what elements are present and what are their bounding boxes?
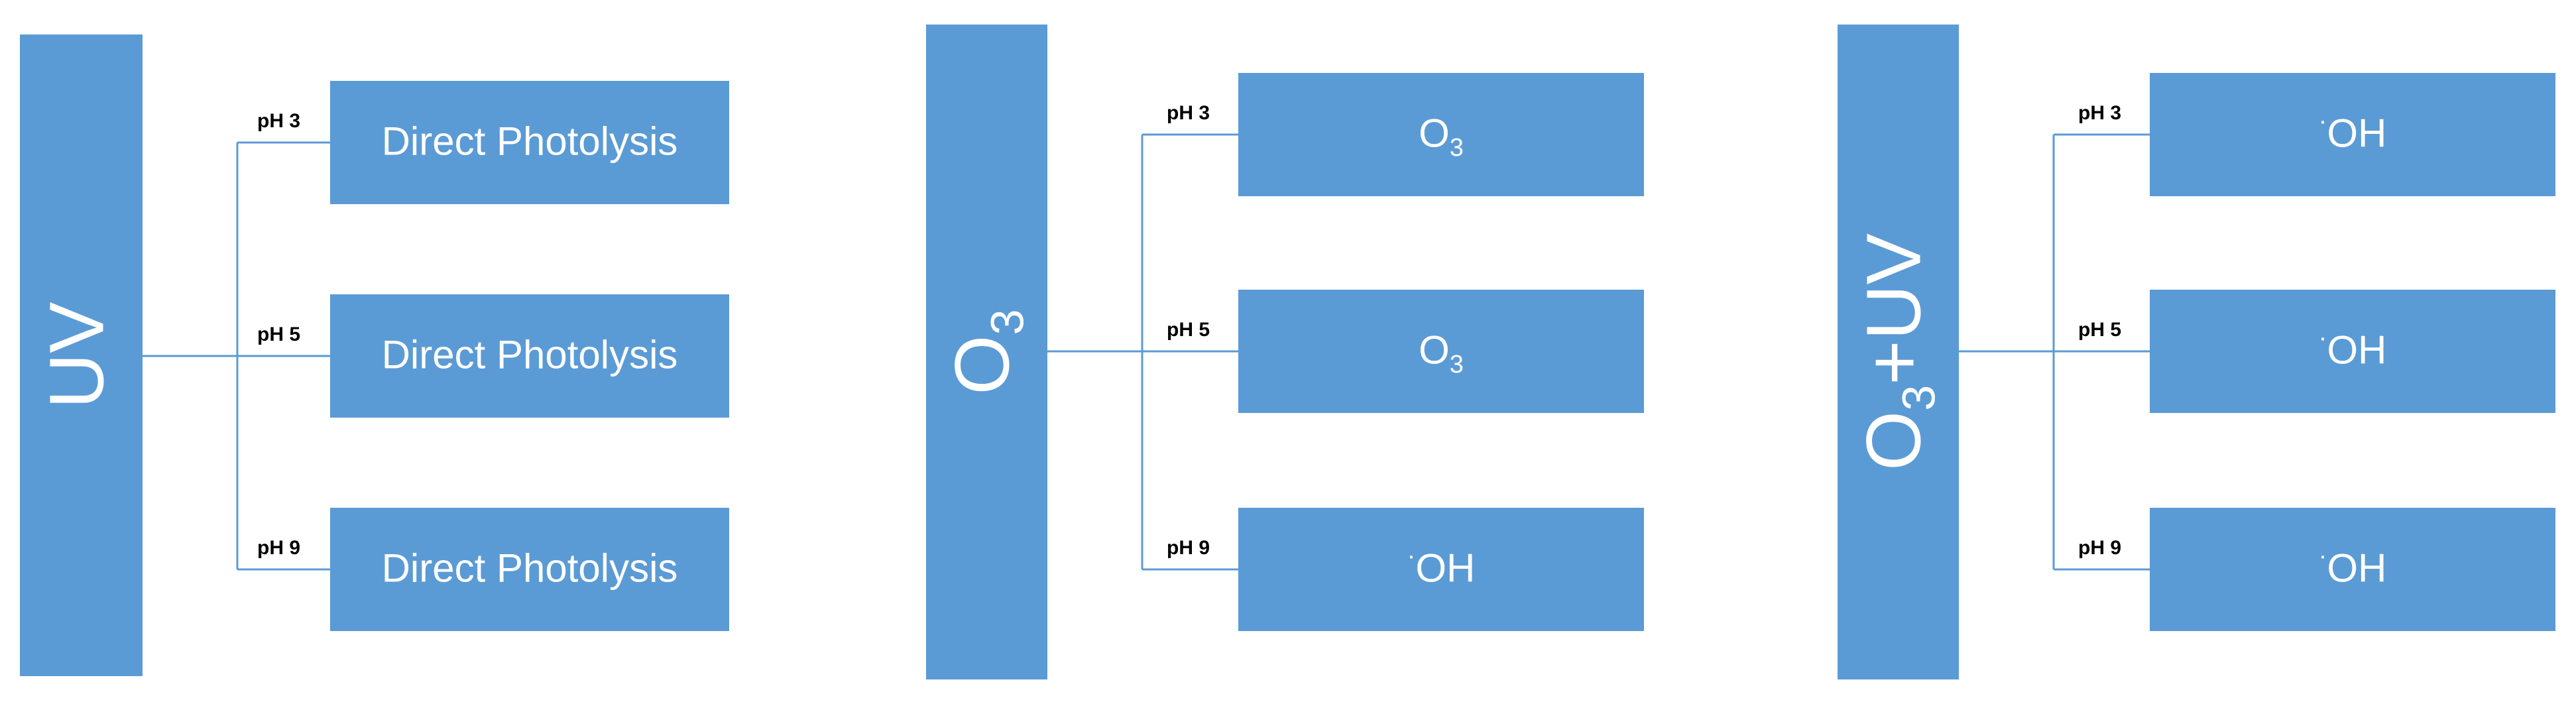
result-box: Direct Photolysis (330, 508, 729, 631)
result-label: Direct Photolysis (381, 332, 678, 377)
treatment-label: O3 (938, 309, 1033, 395)
result-box: Direct Photolysis (330, 294, 729, 418)
result-label: O3 (1419, 111, 1464, 162)
ph-label: pH 9 (2078, 537, 2122, 559)
ph-label: pH 9 (257, 537, 301, 559)
result-box: ·OH (2150, 290, 2555, 413)
ph-label: pH 3 (1167, 102, 1210, 124)
ph-label: pH 5 (1167, 319, 1210, 341)
result-box: ·OH (1238, 508, 1644, 631)
treatment-box-o3: O3 (926, 25, 1047, 679)
result-box: O3 (1238, 290, 1644, 413)
ph-label: pH 5 (2078, 319, 2122, 341)
ph-label: pH 3 (2078, 102, 2122, 124)
ph-label: pH 3 (257, 110, 301, 132)
treatment-box-uv: UV (20, 34, 143, 676)
result-label: ·OH (1407, 542, 1476, 591)
result-label: Direct Photolysis (381, 119, 678, 164)
treatment-label: UV (32, 302, 119, 409)
result-label: ·OH (2318, 107, 2387, 156)
ph-label: pH 9 (1167, 537, 1210, 559)
result-box: ·OH (2150, 508, 2555, 631)
result-box: Direct Photolysis (330, 81, 729, 204)
ph-label: pH 5 (257, 323, 301, 345)
result-label: ·OH (2318, 324, 2387, 373)
treatment-box-o3-uv: O3+UV (1838, 25, 1959, 679)
result-label: Direct Photolysis (381, 546, 678, 591)
result-label: O3 (1419, 327, 1464, 379)
treatment-label: O3+UV (1849, 233, 1945, 471)
result-box: O3 (1238, 73, 1644, 196)
result-box: ·OH (2150, 73, 2555, 196)
result-label: ·OH (2318, 542, 2387, 591)
